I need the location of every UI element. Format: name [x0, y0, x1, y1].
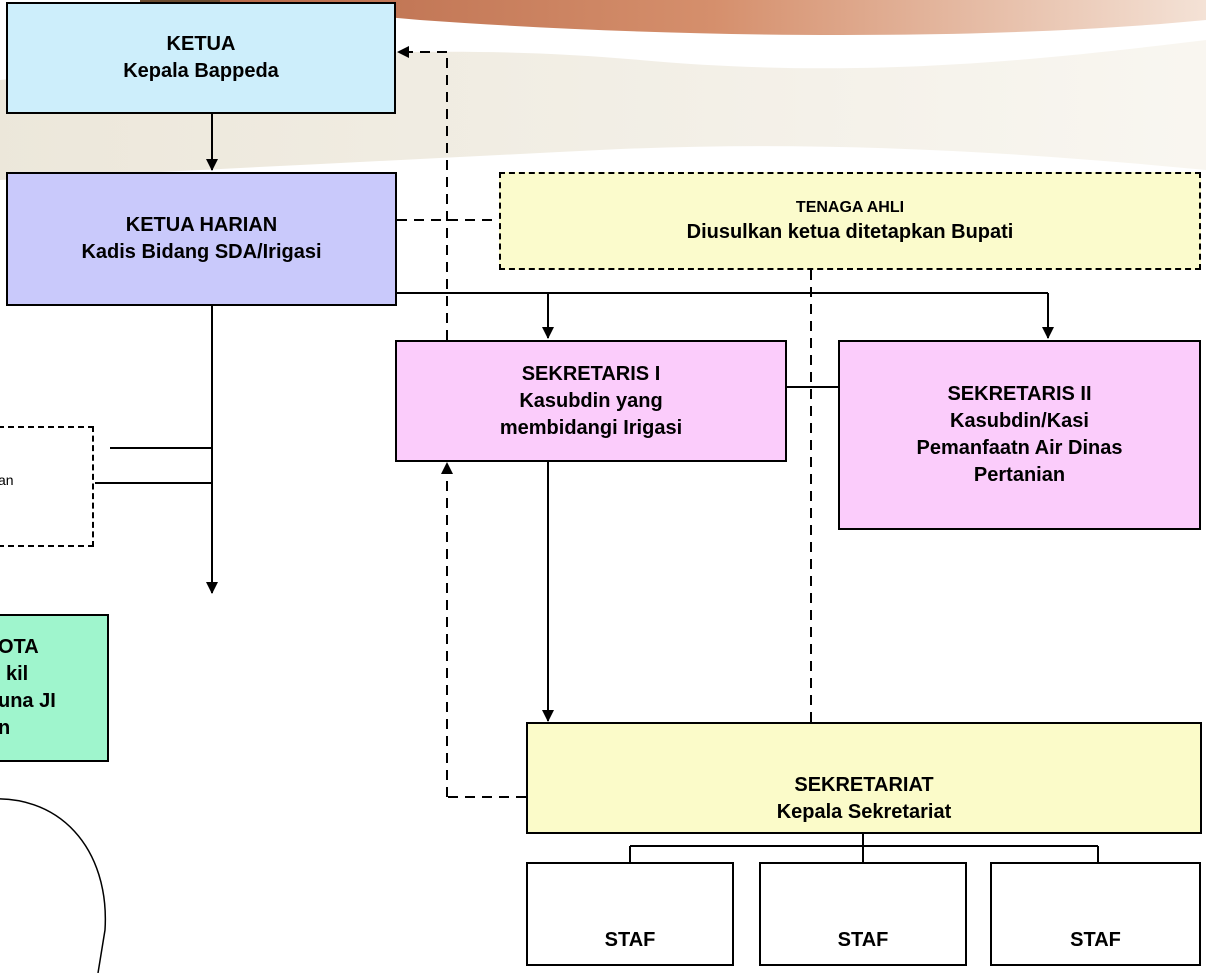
- tenaga-ahli-title: TENAGA AHLI: [795, 198, 905, 216]
- ketua-box: KETUA Kepala Bappeda: [6, 2, 396, 114]
- ketua-harian-box: KETUA HARIAN Kadis Bidang SDA/Irigasi: [6, 172, 397, 306]
- anggota-line1: OTA: [0, 636, 39, 658]
- sekretaris-2-line3: Pemanfaatn Air Dinas: [916, 437, 1123, 459]
- sekretaris-1-line2: Kasubdin yang: [519, 389, 663, 412]
- ellipse-outline: [0, 798, 107, 973]
- left-dashed-box: an: [0, 426, 94, 547]
- anggota-box: OTA kil una JI n: [0, 614, 109, 762]
- ketua-harian-title: KETUA HARIAN: [125, 214, 278, 236]
- tenaga-ahli-subtitle: Diusulkan ketua ditetapkan Bupati: [686, 220, 1014, 243]
- tenaga-ahli-box: TENAGA AHLI Diusulkan ketua ditetapkan B…: [499, 172, 1201, 270]
- header-banner: [220, 0, 1206, 35]
- sekretaris-2-box: SEKRETARIS II Kasubdin/Kasi Pemanfaatn A…: [838, 340, 1201, 530]
- sekretariat-subtitle: Kepala Sekretariat: [776, 801, 952, 823]
- staf-box-1: STAF: [526, 862, 734, 966]
- anggota-line3: una JI: [0, 690, 56, 712]
- staf-box-3: STAF: [990, 862, 1201, 966]
- staf-box-2: STAF: [759, 862, 967, 966]
- left-dashed-box-text: an: [0, 472, 14, 488]
- sekretariat-box: SEKRETARIAT Kepala Sekretariat: [526, 722, 1202, 834]
- anggota-line4: n: [0, 717, 11, 739]
- sekretaris-1-box: SEKRETARIS I Kasubdin yang membidangi Ir…: [395, 340, 787, 462]
- sekretaris-2-line1: SEKRETARIS II: [947, 383, 1092, 405]
- staf-label-1: STAF: [604, 929, 656, 951]
- staf-label-3: STAF: [1070, 929, 1121, 951]
- ketua-subtitle: Kepala Bappeda: [123, 60, 279, 82]
- sekretaris-1-line3: membidangi Irigasi: [499, 416, 683, 439]
- sekretaris-2-line2: Kasubdin/Kasi: [950, 410, 1089, 432]
- ketua-harian-subtitle: Kadis Bidang SDA/Irigasi: [81, 241, 322, 263]
- sekretariat-title: SEKRETARIAT: [794, 774, 934, 796]
- sekretaris-1-line1: SEKRETARIS I: [521, 362, 661, 385]
- ketua-title: KETUA: [166, 33, 236, 55]
- anggota-line2: kil: [6, 663, 29, 685]
- sekretaris-2-line4: Pertanian: [973, 464, 1066, 486]
- staf-label-2: STAF: [837, 929, 889, 951]
